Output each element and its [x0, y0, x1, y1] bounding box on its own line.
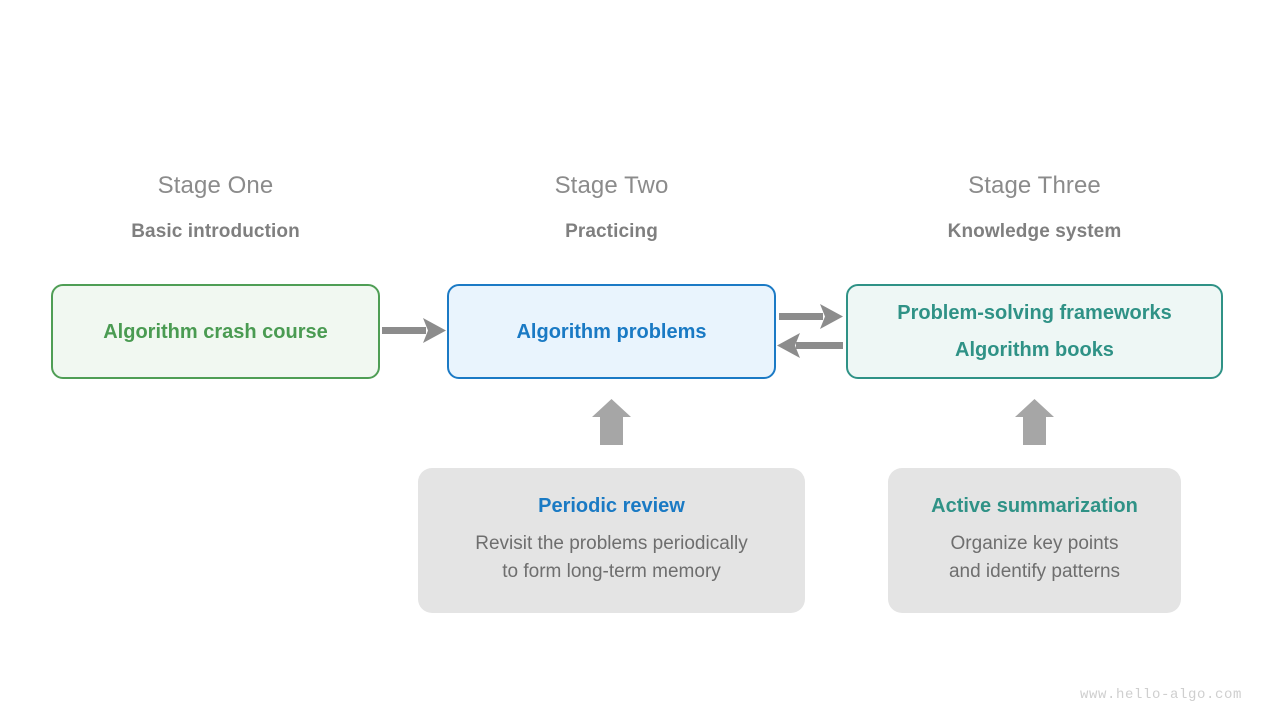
arrow-periodic-review-to-stage-two-icon: [592, 399, 631, 445]
arrow-active-summarization-to-stage-three-icon: [1015, 399, 1054, 445]
stage-three-subtitle: Knowledge system: [947, 221, 1122, 242]
stage-one-box[interactable]: Algorithm crash course: [51, 284, 380, 379]
stage-three-title: Stage Three: [968, 172, 1101, 199]
stage-one-box-line-1: Algorithm crash course: [103, 320, 328, 343]
stage-three-box[interactable]: Problem-solving frameworks Algorithm boo…: [846, 284, 1223, 379]
stage-two-subtitle: Practicing: [565, 221, 658, 242]
stage-two-title: Stage Two: [554, 172, 669, 199]
arrow-stage-two-to-stage-three-icon: [779, 304, 843, 329]
stage-two-box[interactable]: Algorithm problems: [447, 284, 776, 379]
active-summarization-note[interactable]: Active summarization Organize key points…: [888, 468, 1181, 613]
arrow-stage-three-to-stage-two-icon: [777, 333, 843, 358]
active-summarization-title: Active summarization: [931, 495, 1138, 518]
watermark: www.hello-algo.com: [1079, 687, 1242, 703]
periodic-review-body-line-2: to form long-term memory: [502, 561, 721, 582]
arrow-stage-one-to-stage-two-icon: [382, 318, 446, 343]
periodic-review-note[interactable]: Periodic review Revisit the problems per…: [418, 468, 805, 613]
stage-three-box-line-1: Problem-solving frameworks: [897, 302, 1172, 324]
periodic-review-body-line-1: Revisit the problems periodically: [475, 533, 748, 555]
stage-one-title: Stage One: [157, 172, 274, 199]
periodic-review-title: Periodic review: [538, 495, 685, 518]
stage-three-box-line-2: Algorithm books: [955, 339, 1114, 361]
active-summarization-body-line-1: Organize key points: [950, 533, 1119, 555]
active-summarization-body-line-2: and identify patterns: [948, 561, 1121, 582]
stage-two-box-line-1: Algorithm problems: [516, 320, 707, 343]
stage-one-subtitle: Basic introduction: [131, 221, 300, 242]
